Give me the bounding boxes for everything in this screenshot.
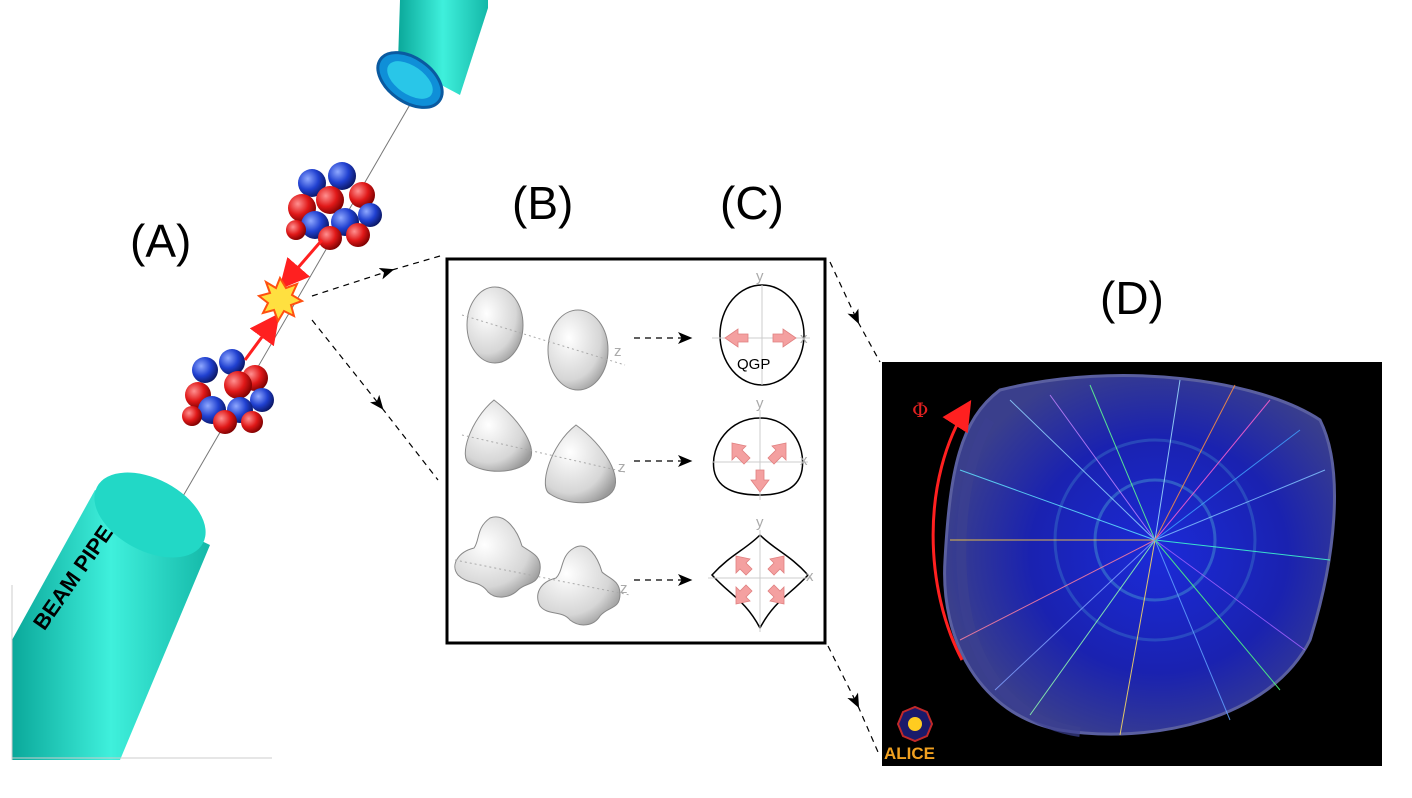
collision-burst-icon: [256, 275, 305, 324]
top-beam-pipe: [376, 0, 488, 109]
phi-arrow: [931, 399, 972, 661]
qgp-label: QGP: [737, 356, 771, 373]
axis-y-label-row3: y: [756, 514, 764, 531]
axis-z-label-row1: z: [614, 343, 622, 360]
panel-label-d: (D): [1100, 272, 1164, 324]
dashed-line-lower: [381, 407, 439, 481]
event-display: [882, 362, 1382, 766]
phi-label: Φ: [912, 398, 929, 422]
upper-nucleus-arrow: [279, 239, 324, 290]
bottom-beam-pipe: [11, 472, 272, 760]
axis-y-label-row1: y: [756, 268, 764, 285]
axis-x-label-row3: x: [806, 568, 814, 585]
shape-row-1: [461, 284, 810, 391]
dashed-arrow-to-d-lower: [827, 645, 860, 709]
dashed-line-upper: [391, 255, 441, 271]
panel-label-b: (B): [512, 177, 574, 229]
beam-line: [174, 69, 431, 511]
shape-row-3: [454, 516, 812, 632]
lower-nucleus: [182, 349, 274, 434]
panel-label-a: (A): [130, 215, 192, 267]
dashed-arrow-to-d-upper: [829, 261, 860, 325]
axis-y-label-row2: y: [756, 395, 764, 412]
shape-row-2: [461, 399, 808, 504]
axis-x-label-row2: x: [800, 452, 808, 469]
alice-logo: [896, 705, 934, 743]
dashed-line-to-d-lower: [857, 705, 879, 753]
upper-nucleus: [286, 162, 382, 250]
axis-z-label-row2: z: [618, 459, 626, 476]
alice-label: ALICE: [884, 744, 935, 763]
panel-label-c: (C): [720, 177, 784, 229]
axis-x-label-row1: x: [800, 330, 808, 347]
dashed-line-to-d-upper: [857, 321, 881, 363]
dashed-arrow-lower: [311, 319, 384, 410]
lower-nucleus-arrow: [243, 313, 280, 361]
axis-z-label-row3: z: [620, 580, 628, 597]
dashed-arrow-upper: [311, 268, 395, 297]
